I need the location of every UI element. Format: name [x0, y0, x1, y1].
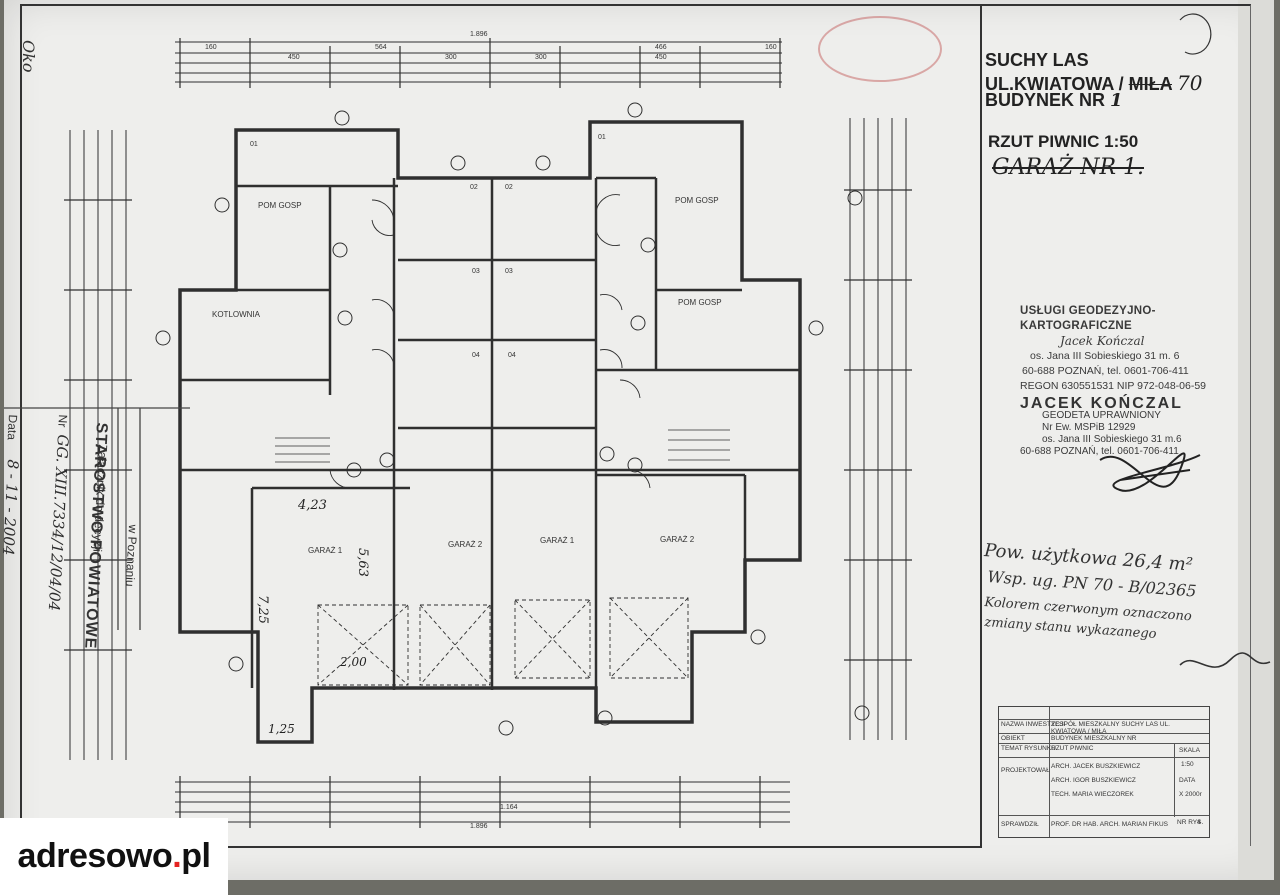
room-label-pom-gosp-right-2: POM GOSP	[678, 298, 722, 307]
dim-top-a3: 160	[765, 44, 777, 51]
drawing-frame	[20, 4, 982, 848]
table-data-value: X 2000r	[1179, 791, 1202, 798]
address-line-1: SUCHY LAS	[985, 50, 1089, 70]
dim-top-a1: 564	[375, 44, 387, 51]
dim-bottom-sub: 1.164	[500, 804, 518, 811]
note-signature	[1179, 652, 1271, 668]
faded-red-stamp	[818, 16, 942, 82]
door-swings	[329, 194, 651, 489]
building-hand-number: 1	[1110, 90, 1123, 111]
hand-dim-depth: 5,63	[355, 548, 370, 577]
room-label-pom-gosp-right-1: POM GOSP	[675, 196, 719, 205]
dim-top-b3: 450	[655, 54, 667, 61]
room-label-garaz-1-right: GARAŻ 1	[540, 536, 575, 545]
sheet-edge	[1238, 0, 1274, 880]
handwritten-garage: GARAŻ NR 1.	[992, 155, 1144, 180]
table-row2-label: OBIEKT	[1001, 735, 1025, 742]
dim-bottom-total: 1.896	[470, 823, 488, 830]
garage-doors	[317, 597, 689, 686]
room-label-garaz-2-left: GARAŻ 2	[448, 540, 483, 549]
county-data-label: Data	[4, 414, 20, 441]
logo-dot: .	[172, 837, 182, 875]
dim-top-a2: 466	[655, 44, 667, 51]
table-row3-value: RZUT PIWNIC	[1051, 745, 1094, 752]
adresowo-logo[interactable]: adresowo.pl	[0, 818, 228, 895]
room-label-garaz-2-right: GARAŻ 2	[660, 535, 695, 544]
address-hand-number: 70	[1177, 71, 1203, 95]
county-office-stamp: STAROSTWO POWIATOWE w Poznaniu Nr GG. XI…	[0, 405, 190, 649]
table-row4-v2: ARCH. IGOR BUSZKIEWICZ	[1051, 777, 1136, 784]
room-code-02-right: 02	[505, 184, 513, 191]
corner-circle	[1179, 13, 1212, 55]
dim-top-b0: 450	[288, 54, 300, 61]
dim-top-b2: 300	[535, 54, 547, 61]
table-row5-value: PROF. DR HAB. ARCH. MARIAN FIKUS	[1051, 821, 1169, 828]
hand-dim-corner: 1,25	[268, 722, 295, 736]
table-row2-value: BUDYNEK MIESZKALNY NR	[1051, 735, 1137, 742]
signature	[1099, 452, 1201, 492]
room-label-garaz-1-left: GARAŻ 1	[308, 546, 343, 555]
stairs	[275, 429, 730, 463]
table-row4-label: PROJEKTOWAŁ	[1001, 767, 1050, 774]
table-row4-v1: ARCH. JACEK BUSZKIEWICZ	[1051, 763, 1141, 770]
building-label: BUDYNEK NR	[985, 90, 1111, 110]
address-line-2: UL.KWIATOWA / MIŁA 70	[985, 71, 1202, 95]
dim-top-total: 1.896	[470, 31, 488, 38]
company-stamp-line4: 60-688 POZNAŃ, tel. 0601-706-411	[1022, 365, 1189, 377]
company-stamp-line1: USŁUGI GEODEZYJNO-KARTOGRAFICZNE	[1020, 305, 1156, 332]
hand-dim-length: 7,25	[255, 595, 270, 624]
surveyor-line2: Nr Ew. MSPiB 12929	[1042, 422, 1136, 433]
room-code-01-left: 01	[250, 141, 258, 148]
table-row1-label: NAZWA INWESTYCJI	[1001, 721, 1066, 728]
room-code-02-left: 02	[470, 184, 478, 191]
county-nr-label: Nr	[55, 414, 70, 428]
company-stamp-line3: os. Jana III Sobieskiego 31 m. 6	[1030, 350, 1180, 362]
company-stamp: USŁUGI GEODEZYJNO-KARTOGRAFICZNE Jacek K…	[1020, 304, 1240, 394]
logo-name: adresowo	[17, 837, 173, 875]
table-nrrys-value: 4	[1197, 819, 1201, 826]
axis-markers	[155, 102, 870, 736]
room-label-pom-gosp-left: POM GOSP	[258, 201, 302, 210]
inner-walls	[180, 176, 800, 690]
hand-dim-width: 4,23	[298, 498, 327, 513]
title-frame	[976, 4, 1251, 846]
county-data-value: 8 - 11 - 2004	[0, 459, 22, 556]
table-row1-value: ZESPÓŁ MIESZKALNY SUCHY LAS UL. KWIATOWA…	[1051, 721, 1170, 735]
table-scale-value: 1:50	[1181, 761, 1194, 768]
surveyor-name: JACEK KOŃCZAL	[1020, 395, 1183, 412]
building-line: BUDYNEK NR 1	[985, 90, 1123, 111]
table-row3-label: TEMAT RYSUNKU	[1001, 745, 1056, 752]
table-scale-label: SKALA	[1179, 747, 1200, 754]
corner-initials: Oko	[19, 40, 38, 73]
drawing-scale: RZUT PIWNIC 1:50	[988, 132, 1139, 151]
surveyor-stamp: JACEK KOŃCZAL GEODETA UPRAWNIONY Nr Ew. …	[1020, 395, 1230, 458]
project-table: NAZWA INWESTYCJI ZESPÓŁ MIESZKALNY SUCHY…	[998, 706, 1210, 838]
dim-top-b1: 300	[445, 54, 457, 61]
table-row4-v3: TECH. MARIA WIECZOREK	[1051, 791, 1134, 798]
table-row5-label: SPRAWDZIŁ	[1001, 821, 1039, 828]
logo-tld: pl	[181, 837, 211, 875]
company-stamp-line2: Jacek Kończal	[1060, 334, 1145, 348]
room-label-kotlownia: KOTLOWNIA	[212, 310, 261, 319]
company-stamp-line5: REGON 630551531 NIP 972-048-06-59	[1020, 380, 1207, 392]
room-code-01-right: 01	[598, 134, 606, 141]
address-struck: MIŁA	[1128, 74, 1172, 94]
room-code-03-left: 03	[472, 268, 480, 275]
address-street: UL.KWIATOWA /	[985, 74, 1129, 94]
county-office-city: w Poznaniu	[122, 524, 140, 587]
surveyor-line3: os. Jana III Sobieskiego 31 m.6	[1042, 434, 1182, 445]
surveyor-line4: 60-688 POZNAŃ, tel. 0601-706-411	[1020, 446, 1179, 457]
outer-walls	[178, 120, 802, 744]
county-nr-value: GG. XIII.7334/12/04/04	[44, 434, 72, 612]
dim-top-a0: 160	[205, 44, 217, 51]
room-code-04-right: 04	[508, 352, 516, 359]
surveyor-line1: GEODETA UPRAWNIONY	[1042, 410, 1161, 421]
hand-dim-door: 2,00	[340, 655, 367, 669]
table-data-label: DATA	[1179, 777, 1196, 784]
room-code-03-right: 03	[505, 268, 513, 275]
room-code-04-left: 04	[472, 352, 480, 359]
table-nrrys-label: NR RYS.	[1177, 819, 1204, 826]
